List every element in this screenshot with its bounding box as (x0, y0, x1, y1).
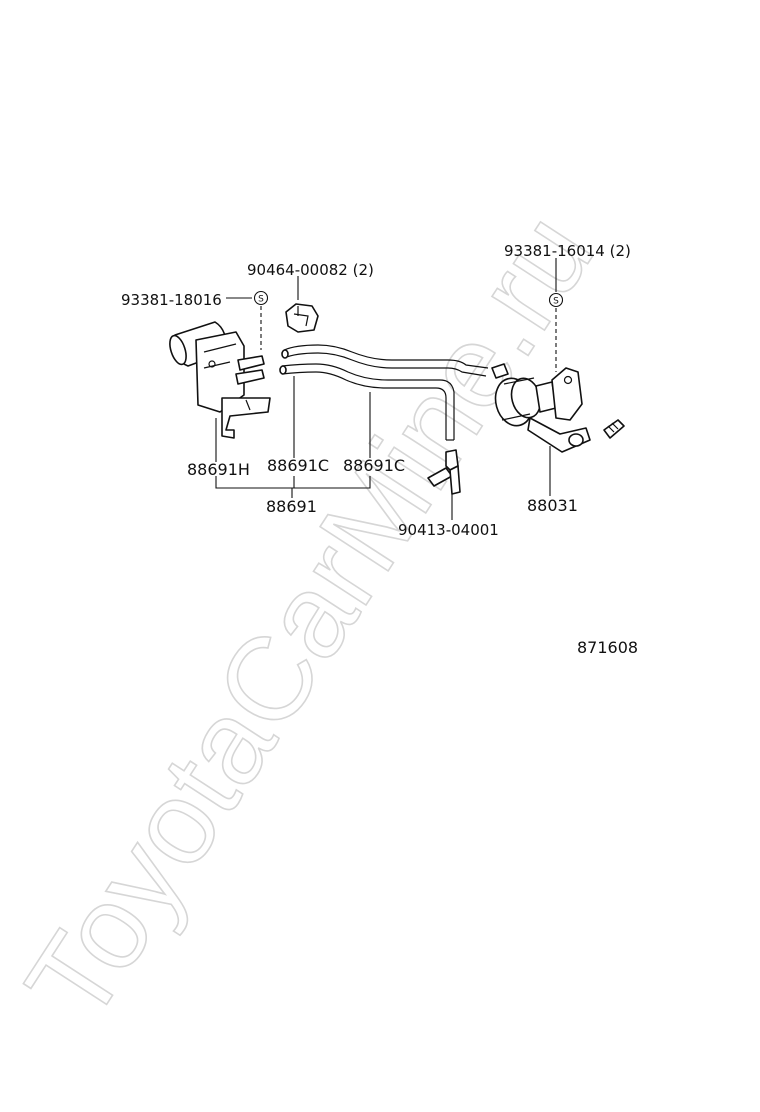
callout-90413-04001: 90413-04001 (398, 521, 499, 539)
hose-clamp (285, 303, 319, 333)
callout-88691C-right: 88691C (343, 456, 405, 475)
s-symbol-left: S (253, 290, 269, 306)
callout-90464-00082: 90464-00082 (2) (247, 261, 374, 279)
egr-vacuum-modulator (491, 363, 625, 453)
svg-text:S: S (258, 295, 264, 305)
callout-88031: 88031 (527, 496, 578, 515)
callout-88691: 88691 (266, 497, 317, 516)
vacuum-switching-valve (169, 321, 271, 439)
callout-88691C-left: 88691C (267, 456, 329, 475)
svg-text:S: S (553, 297, 559, 307)
diagram-number: 871608 (577, 638, 638, 657)
callout-93381-16014: 93381-16014 (2) (504, 242, 631, 260)
s-symbol-right: S (548, 292, 564, 308)
callout-88691H: 88691H (187, 460, 250, 479)
leader-lines (215, 258, 557, 520)
tee-joint (427, 449, 461, 495)
vacuum-hoses (279, 344, 489, 441)
callout-93381-18016: 93381-18016 (121, 291, 222, 309)
